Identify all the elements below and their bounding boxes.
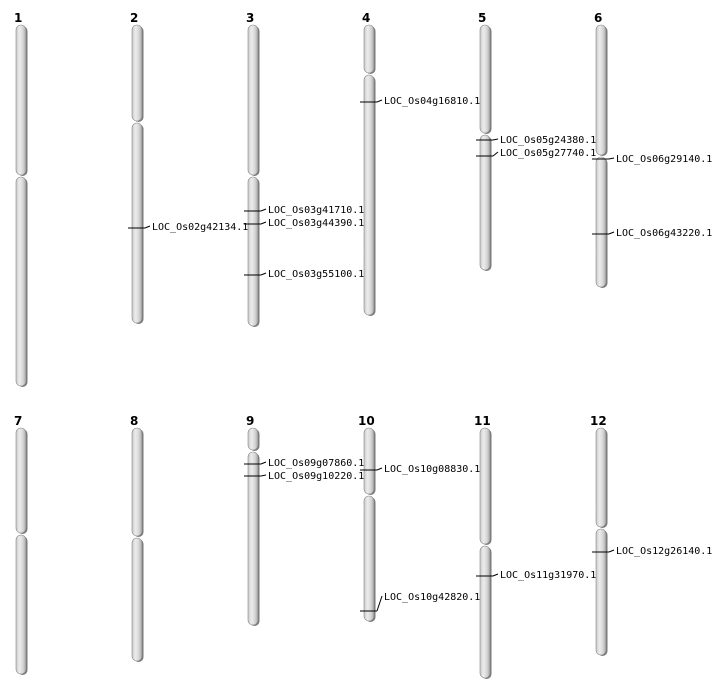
gene-label: LOC_Os02g42134.1 — [152, 222, 248, 233]
chromosome-q-arm — [131, 537, 143, 662]
gene-label: LOC_Os03g41710.1 — [268, 205, 364, 216]
gene-connector — [144, 225, 151, 229]
chromosome-number: 11 — [474, 414, 491, 428]
gene-connector — [260, 208, 267, 212]
chromosome-q-arm — [595, 156, 607, 288]
chromosome-p-arm — [479, 24, 491, 134]
gene-connector — [608, 549, 615, 553]
gene-label: LOC_Os10g08830.1 — [384, 464, 480, 475]
gene-label: LOC_Os06g29140.1 — [616, 154, 712, 165]
gene-label: LOC_Os03g44390.1 — [268, 218, 364, 229]
gene-connector — [260, 221, 267, 225]
gene-connector — [492, 138, 499, 141]
chromosome-p-arm — [247, 427, 259, 451]
gene-connector — [608, 157, 615, 160]
chromosome-p-arm — [15, 427, 27, 534]
chromosome-number: 10 — [358, 414, 375, 428]
chromosome-q-arm — [247, 451, 259, 626]
chromosome-number: 4 — [362, 11, 370, 25]
chromosome-p-arm — [131, 24, 143, 122]
gene-connector — [492, 573, 499, 577]
chromosome-q-arm — [15, 534, 27, 675]
gene-label: LOC_Os12g26140.1 — [616, 546, 712, 557]
chromosome-1: 1 — [14, 11, 28, 387]
chromosome-q-arm — [15, 176, 27, 387]
chromosome-number: 3 — [246, 11, 254, 25]
chromosome-p-arm — [363, 427, 375, 495]
chromosome-number: 12 — [590, 414, 607, 428]
gene-connector — [260, 272, 267, 276]
chromosome-q-arm — [363, 495, 375, 622]
gene-label: LOC_Os03g55100.1 — [268, 269, 364, 280]
chromosome-p-arm — [595, 24, 607, 156]
chromosome-q-arm — [595, 528, 607, 656]
chromosome-p-arm — [479, 427, 491, 545]
chromosome-7: 7 — [14, 414, 28, 675]
gene-connector — [376, 467, 383, 471]
gene-connector — [260, 474, 267, 477]
gene-label: LOC_Os09g10220.1 — [268, 471, 364, 482]
chromosome-p-arm — [131, 427, 143, 537]
chromosome-number: 5 — [478, 11, 486, 25]
chromosome-number: 7 — [14, 414, 22, 428]
gene-label: LOC_Os04g16810.1 — [384, 96, 480, 107]
chromosome-p-arm — [595, 427, 607, 528]
gene-label: LOC_Os06g43220.1 — [616, 228, 712, 239]
chromosome-number: 8 — [130, 414, 138, 428]
gene-label: LOC_Os09g07860.1 — [268, 458, 364, 469]
chromosome-q-arm — [247, 176, 259, 327]
chromosome-q-arm — [363, 74, 375, 316]
chromosome-number: 6 — [594, 11, 602, 25]
chromosome-q-arm — [131, 122, 143, 324]
chromosome-p-arm — [15, 24, 27, 176]
chromosome-number: 1 — [14, 11, 22, 25]
gene-connector — [376, 99, 383, 103]
chromosome-number: 9 — [246, 414, 254, 428]
gene-label: LOC_Os05g24380.1 — [500, 135, 596, 146]
chromosome-3: 3LOC_Os03g41710.1LOC_Os03g44390.1LOC_Os0… — [244, 11, 364, 327]
gene-label: LOC_Os11g31970.1 — [500, 570, 596, 581]
gene-connector — [492, 151, 499, 157]
chromosome-q-arm — [479, 545, 491, 679]
chromosome-8: 8 — [130, 414, 144, 662]
gene-connector — [260, 461, 267, 465]
chromosome-p-arm — [363, 24, 375, 74]
gene-label: LOC_Os05g27740.1 — [500, 148, 596, 159]
chromosome-p-arm — [247, 24, 259, 176]
chromosome-q-arm — [479, 134, 491, 271]
gene-connector — [376, 595, 383, 612]
chromosome-number: 2 — [130, 11, 138, 25]
gene-connector — [608, 231, 615, 235]
gene-label: LOC_Os10g42820.1 — [384, 592, 480, 603]
